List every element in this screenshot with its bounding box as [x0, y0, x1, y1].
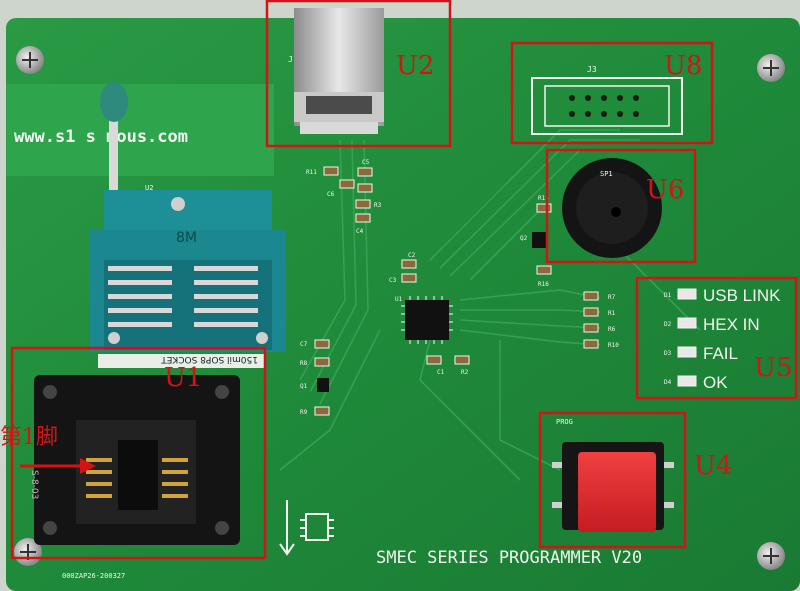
ref-c7: C7 — [300, 341, 308, 348]
buzzer — [562, 158, 662, 258]
url-text: www.s1 s mous.com — [14, 127, 188, 147]
ref-q2: Q2 — [520, 235, 528, 242]
board-title: SMEC SERIES PROGRAMMER V20 — [376, 548, 642, 568]
led-row-usb-link: D1 USB LINK — [664, 286, 781, 305]
zif-lever — [109, 110, 118, 190]
led-label: USB LINK — [703, 286, 781, 305]
led-label: HEX IN — [703, 315, 760, 334]
led-ref: D1 — [664, 292, 672, 299]
ref-r6: R6 — [608, 326, 616, 333]
led-ref: D4 — [664, 379, 672, 386]
annotation-pin1: 第1脚 — [0, 425, 96, 474]
j-usb-ref: J — [288, 55, 293, 64]
ref-c3: C3 — [389, 277, 397, 284]
ref-r11: R11 — [306, 169, 317, 176]
mcu-chip — [401, 296, 453, 344]
passive-components — [314, 166, 599, 416]
ref-r16: R16 — [538, 281, 549, 288]
insert-direction-arrow — [279, 500, 334, 556]
screw-top-left — [16, 46, 44, 74]
annotation-u5: U5 — [635, 276, 798, 400]
screw-top-right — [757, 54, 785, 82]
usb-b-connector — [294, 8, 384, 134]
annotation-u1: U1 — [10, 346, 267, 560]
socket-size: 8M — [176, 230, 197, 246]
ref-c1: C1 — [437, 369, 445, 376]
annotation-u8-label: U8 — [664, 51, 702, 81]
url-banner — [6, 84, 274, 176]
soic-label: S-8-03 — [29, 470, 39, 499]
screw-bottom-right — [757, 542, 785, 570]
led-indicator — [677, 375, 697, 387]
transistor-q1 — [317, 378, 329, 392]
ref-r1: R1 — [608, 310, 616, 317]
ref-q1: Q1 — [300, 383, 308, 390]
annotation-u5-label: U5 — [754, 353, 792, 383]
prog-button[interactable] — [552, 442, 674, 532]
transistor-q2 — [532, 232, 546, 248]
j3-ref: J3 — [587, 65, 597, 74]
u2-ref: U2 — [145, 184, 153, 192]
ref-c4: C4 — [356, 228, 364, 235]
led-row-fail: D3 FAIL — [664, 344, 738, 363]
ref-c6: C6 — [327, 191, 335, 198]
ref-c2: C2 — [408, 252, 416, 259]
annotation-u2-label: U2 — [396, 51, 434, 81]
led-label: OK — [703, 373, 728, 392]
zif-lever-knob — [100, 82, 128, 122]
ref-r15: R15 — [538, 195, 549, 202]
led-ref: D2 — [664, 321, 672, 328]
ref-r8: R8 — [300, 360, 308, 367]
prog-ref: PROG — [556, 418, 573, 426]
sop8-label-strip — [98, 354, 264, 368]
u1-chip-ref: U1 — [395, 296, 403, 303]
zif-socket: 8M — [90, 190, 286, 352]
sop8-label: 150mil SOP8 SOCKET — [161, 354, 258, 364]
annotation-u8: U8 — [510, 41, 714, 145]
annotation-u4: U4 — [538, 411, 732, 549]
j3-header — [531, 77, 683, 135]
annotation-pin1-label: 第1脚 — [0, 425, 58, 450]
serial-number: 000ZAP26-200327 — [62, 572, 125, 580]
led-indicator — [677, 317, 697, 329]
ref-c5: C5 — [362, 159, 370, 166]
annotation-u2: U2 — [265, 0, 452, 148]
led-row-hex-in: D2 HEX IN — [664, 315, 760, 334]
led-ref: D3 — [664, 350, 672, 357]
led-row-ok: D4 OK — [664, 373, 728, 392]
ref-r7: R7 — [608, 294, 616, 301]
led-indicator — [677, 346, 697, 358]
ref-r9: R9 — [300, 409, 308, 416]
annotation-u4-label: U4 — [694, 451, 732, 481]
led-indicator — [677, 288, 697, 300]
annotation-u6: U6 — [545, 148, 697, 264]
ref-r10: R10 — [608, 342, 619, 349]
annotation-u1-label: U1 — [164, 363, 202, 393]
ref-r2: R2 — [461, 369, 469, 376]
annotation-u6-label: U6 — [646, 175, 684, 205]
led-label: FAIL — [703, 344, 738, 363]
sp1-ref: SP1 — [600, 170, 613, 178]
soic-clamp-socket: S-8-03 — [29, 375, 240, 545]
ref-r3: R3 — [374, 202, 382, 209]
